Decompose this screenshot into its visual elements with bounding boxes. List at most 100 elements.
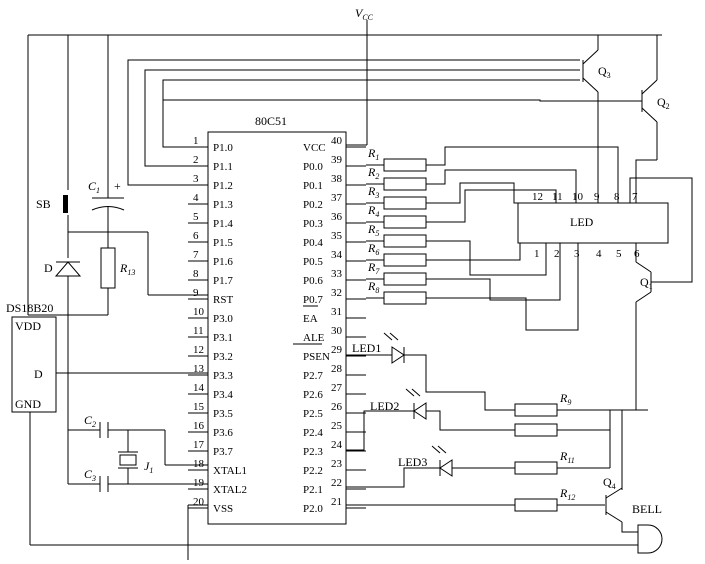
sb-switch: [63, 195, 68, 213]
pin-name: P0.3: [303, 218, 323, 230]
resistor-r2: [383, 177, 427, 191]
display-pin-number: 12: [532, 191, 543, 203]
pin-number: 6: [193, 230, 199, 242]
transistor-q1: [629, 177, 693, 410]
led3-label: LED3: [398, 455, 427, 469]
pin-number: 2: [193, 154, 199, 166]
transistor-q2: [635, 35, 658, 203]
pin-number: 37: [331, 192, 343, 204]
c1-label: C1: [88, 179, 100, 195]
resistor-r8: [383, 291, 427, 305]
pin-name: P0.7: [303, 294, 323, 306]
display-pin-number: 11: [552, 191, 563, 203]
transistor-q3: [582, 35, 599, 203]
pin-name: XTAL2: [213, 484, 247, 496]
display-pin-number: 6: [634, 248, 640, 260]
pin-number: 20: [193, 496, 205, 508]
pin-name: P1.1: [213, 161, 233, 173]
pin-name: P1.0: [213, 142, 233, 154]
q4-label: Q4: [603, 475, 616, 491]
pin-number: 35: [331, 230, 343, 242]
pin-number: 23: [331, 458, 343, 470]
r13-label: R13: [119, 261, 135, 277]
led2-label: LED2: [370, 399, 399, 413]
pin-name: VSS: [213, 503, 233, 515]
pin-name: P2.6: [303, 389, 323, 401]
pin-number: 16: [193, 420, 205, 432]
resistor-label: R8: [367, 279, 379, 295]
display-pin-number: 2: [554, 248, 560, 260]
pin-name: P3.0: [213, 313, 233, 325]
resistor-r4: [383, 215, 427, 229]
pin-number: 33: [331, 268, 343, 280]
pin-number: 12: [193, 344, 204, 356]
r13: [100, 247, 116, 289]
resistor-label: R5: [367, 222, 379, 238]
pin-number: 1: [193, 135, 199, 147]
sensor-vdd: VDD: [15, 319, 41, 333]
pin-number: 9: [193, 287, 199, 299]
pin-name: P0.2: [303, 199, 323, 211]
led2: [346, 388, 515, 451]
pin-number: 19: [193, 477, 205, 489]
transistor-q4: [605, 487, 638, 533]
svg-text:VCC: VCC: [355, 6, 374, 22]
q2-label: Q2: [657, 95, 670, 111]
display-pin-number: 8: [614, 191, 620, 203]
pin-name: P1.2: [213, 180, 233, 192]
pin-number: 21: [331, 496, 342, 508]
bell: [637, 524, 663, 554]
pin-name: VCC: [303, 142, 326, 154]
vcc-label: VCC: [355, 6, 374, 22]
pin-number: 30: [331, 325, 343, 337]
resistor-label: R2: [367, 165, 379, 181]
pin-name: P2.0: [303, 503, 323, 515]
pin-number: 4: [193, 192, 199, 204]
resistor-r3: [383, 196, 427, 210]
pin-name: P0.6: [303, 275, 323, 287]
pin-name: ALE: [303, 332, 325, 344]
pin-number: 26: [331, 401, 343, 413]
q1-label: Q1: [640, 275, 653, 291]
resistor-r6: [383, 253, 427, 267]
pin-number: 36: [331, 211, 343, 223]
pin-number: 3: [193, 173, 199, 185]
pin-number: 11: [193, 325, 204, 337]
pin-name: EA: [303, 313, 318, 325]
resistor-r1: [383, 158, 427, 172]
crystal-j1: [119, 454, 137, 466]
pin-number: 25: [331, 420, 343, 432]
r9: [514, 403, 558, 417]
pin-number: 31: [331, 306, 342, 318]
bell-label: BELL: [632, 502, 662, 516]
pin-number: 29: [331, 344, 343, 356]
display-pin-number: 1: [534, 248, 540, 260]
pin-number: 14: [193, 382, 205, 394]
pin-number: 27: [331, 382, 343, 394]
pin-name: P3.4: [213, 389, 233, 401]
pin-name: XTAL1: [213, 465, 247, 477]
pin-number: 10: [193, 306, 205, 318]
pin-number: 17: [193, 439, 205, 451]
display-pin-number: 9: [594, 191, 600, 203]
sb-label: SB: [36, 197, 51, 211]
ds18b20-sensor: [11, 316, 57, 413]
pin-name: P3.1: [213, 332, 233, 344]
led-display: [517, 202, 669, 244]
display-pin-number: 3: [574, 248, 580, 260]
pin-name: P0.5: [303, 256, 323, 268]
pin-number: 18: [193, 458, 205, 470]
pin-name: P1.6: [213, 256, 233, 268]
pin-name: P1.3: [213, 199, 233, 211]
pin-name: P2.5: [303, 408, 323, 420]
pin-name: P1.7: [213, 275, 233, 287]
display-pin-number: 5: [616, 248, 622, 260]
pin-name: PSEN: [303, 351, 330, 363]
r10: [514, 423, 558, 437]
c2-label: C2: [84, 413, 96, 429]
pin-name: P3.2: [213, 351, 233, 363]
resistor-r5: [383, 234, 427, 248]
pin-name: P2.3: [303, 446, 323, 458]
led1: [346, 332, 515, 411]
